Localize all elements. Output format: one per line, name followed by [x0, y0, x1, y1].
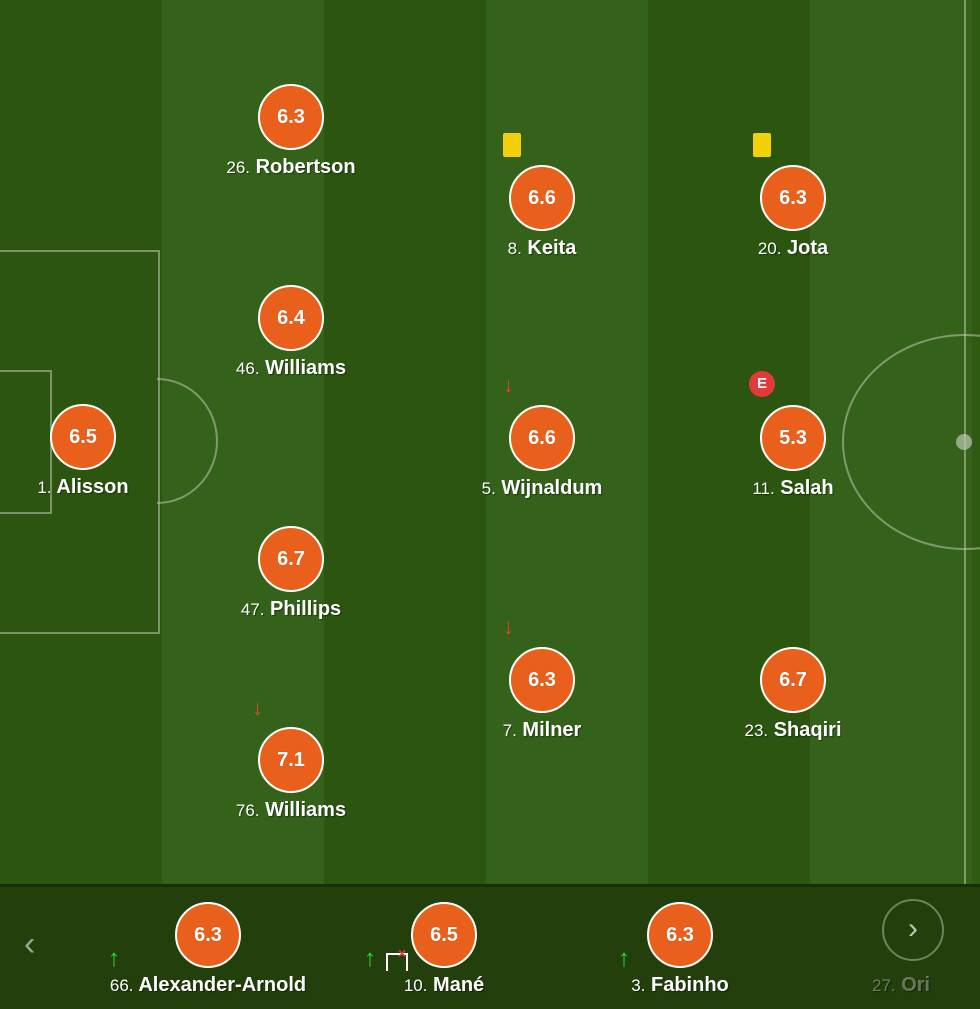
player-number: 23.	[744, 721, 769, 740]
player-name-text: Alexander-Arnold	[138, 974, 307, 996]
player-card[interactable]: 6.7 47. Phillips	[191, 526, 391, 621]
player-number: 3.	[631, 976, 646, 995]
player-name-text: Keita	[527, 237, 577, 259]
player-name-text: Jota	[787, 237, 829, 259]
player-name-text: Robertson	[255, 156, 356, 178]
player-number: 66.	[109, 976, 134, 995]
player-name: 26. Robertson	[191, 156, 391, 179]
player-number: 26.	[226, 158, 251, 177]
player-name: 20. Jota	[693, 237, 893, 260]
pitch: 6.3 26. Robertson 6.6 8. Keita 6.3 20. J…	[0, 0, 980, 884]
rating-badge: 7.1	[258, 727, 324, 793]
player-name-text: Milner	[522, 719, 582, 741]
missed-chance-icon: ×	[386, 945, 408, 971]
player-name-text: Wijnaldum	[501, 477, 603, 499]
rating-badge: 6.7	[258, 526, 324, 592]
player-name-text: Fabinho	[650, 974, 729, 996]
player-name-text: Mané	[433, 974, 485, 996]
bench-player-card[interactable]: 6.3 66. Alexander-Arnold	[108, 902, 308, 997]
player-number: 8.	[507, 239, 522, 258]
player-card[interactable]: 6.3 7. Milner	[442, 647, 642, 742]
player-number: 76.	[235, 801, 260, 820]
player-number: 47.	[240, 600, 265, 619]
player-number: 27.	[872, 976, 896, 995]
yellow-card-icon	[503, 133, 521, 157]
player-number: 20.	[757, 239, 782, 258]
player-card[interactable]: 6.4 46. Williams	[191, 285, 391, 380]
player-name-text: Alisson	[56, 476, 129, 498]
player-name-text: Williams	[265, 357, 347, 379]
player-card[interactable]: 6.3 26. Robertson	[191, 84, 391, 179]
player-name-text: Williams	[265, 799, 347, 821]
rating-badge: 6.7	[760, 647, 826, 713]
player-name: 46. Williams	[191, 357, 391, 380]
sub-in-icon: ↑	[618, 945, 630, 972]
bench-player-card[interactable]: 27. Ori	[848, 902, 968, 997]
bench-bar: ‹ ↑ 6.3 66. Alexander-Arnold ↑ × 6.5 10.…	[0, 884, 980, 1009]
rating-badge: 6.5	[50, 404, 116, 470]
player-name: 8. Keita	[442, 237, 642, 260]
player-card[interactable]: 6.6 8. Keita	[442, 165, 642, 260]
player-number: 11.	[752, 479, 775, 498]
rating-badge: 6.3	[760, 165, 826, 231]
player-number: 5.	[481, 479, 496, 498]
player-number: 7.	[502, 721, 517, 740]
rating-badge: 6.6	[509, 405, 575, 471]
rating-badge: 6.4	[258, 285, 324, 351]
player-name: 23. Shaqiri	[693, 719, 893, 742]
player-name: 7. Milner	[442, 719, 642, 742]
rating-badge: 6.3	[258, 84, 324, 150]
player-name: 47. Phillips	[191, 598, 391, 621]
player-name: 10. Mané	[344, 974, 544, 997]
player-card[interactable]: 6.6 5. Wijnaldum	[442, 405, 642, 500]
player-name: 3. Fabinho	[580, 974, 780, 997]
player-name: 76. Williams	[191, 799, 391, 822]
yellow-card-icon	[753, 133, 771, 157]
player-name-text: Shaqiri	[773, 719, 842, 741]
player-name-text: Salah	[780, 477, 834, 499]
chevron-left-icon[interactable]: ‹	[24, 925, 36, 963]
player-name: 5. Wijnaldum	[442, 477, 642, 500]
player-card[interactable]: 5.3 11. Salah	[693, 405, 893, 500]
center-spot	[956, 434, 972, 450]
player-number: 46.	[235, 359, 260, 378]
player-name-text: Ori	[901, 974, 931, 996]
rating-badge: 6.3	[509, 647, 575, 713]
sub-out-icon: ↓	[503, 614, 514, 639]
rating-badge: 5.3	[760, 405, 826, 471]
player-card[interactable]: 6.3 20. Jota	[693, 165, 893, 260]
sub-out-icon: ↓	[252, 695, 263, 720]
player-name-text: Phillips	[270, 598, 342, 620]
rating-badge: 6.3	[175, 902, 241, 968]
sub-in-icon: ↑	[108, 945, 120, 972]
sub-out-icon: ↓	[503, 372, 514, 397]
player-card[interactable]: 6.7 23. Shaqiri	[693, 647, 893, 742]
error-badge-icon: E	[749, 371, 775, 397]
player-name: 66. Alexander-Arnold	[108, 974, 308, 997]
player-number: 10.	[403, 976, 428, 995]
rating-badge: 6.3	[647, 902, 713, 968]
player-name: 27. Ori	[872, 974, 968, 997]
player-card[interactable]: 7.1 76. Williams	[191, 727, 391, 822]
player-name: 1. Alisson	[0, 476, 183, 499]
sub-in-icon: ↑	[364, 945, 376, 972]
player-card[interactable]: 6.5 1. Alisson	[0, 404, 183, 499]
pitch-stripe	[324, 0, 486, 884]
rating-badge: 6.6	[509, 165, 575, 231]
bench-player-card[interactable]: 6.3 3. Fabinho	[580, 902, 780, 997]
player-name: 11. Salah	[693, 477, 893, 500]
player-number: 1.	[37, 478, 52, 497]
rating-badge: 6.5	[411, 902, 477, 968]
chevron-right-icon[interactable]: ›	[882, 899, 944, 961]
bench-player-card[interactable]: 6.5 10. Mané	[344, 902, 544, 997]
